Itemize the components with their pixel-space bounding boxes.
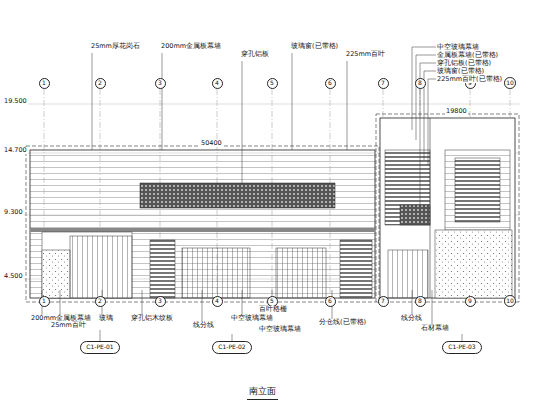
axis-bubble: 9 <box>465 296 476 307</box>
axis-bubble: 6 <box>325 78 336 89</box>
axis-number: 6 <box>328 298 332 304</box>
material-callout: 穿孔铝板 <box>240 51 270 58</box>
section-reference: C1-PE-03 <box>442 341 481 354</box>
section-label: C1-PE-02 <box>218 344 245 350</box>
axis-number: 5 <box>270 298 274 304</box>
axis-number: 2 <box>98 80 102 86</box>
material-callout: 百叶格栅 <box>258 306 288 313</box>
material-callout: 穿孔铝木纹板 <box>130 315 174 322</box>
material-callout: 玻璃窗(已带格) <box>436 68 485 75</box>
axis-number: 7 <box>381 298 385 304</box>
material-callout: 25mm厚花岗石 <box>90 43 141 50</box>
axis-bubble: 8 <box>415 78 426 89</box>
axis-bubble: 10 <box>504 77 516 89</box>
axis-bubble: 5 <box>267 78 278 89</box>
material-callout: 金属板幕墙(已带格) <box>436 52 499 59</box>
material-callout: 石材幕墙 <box>420 325 450 332</box>
axis-bubble: 7 <box>378 296 389 307</box>
material-callout: 中空玻璃幕墙 <box>230 315 274 322</box>
axis-number: 6 <box>328 80 332 86</box>
axis-bubble: 10 <box>504 295 516 307</box>
drawing-title: 南立面 <box>247 385 278 400</box>
level-mark: 19.500 <box>3 98 28 105</box>
axis-number: 4 <box>215 298 219 304</box>
material-callout: 玻璃窗(已带格) <box>290 43 339 50</box>
material-callout: 25mm百叶 <box>50 322 87 329</box>
axis-bubble: 2 <box>95 296 106 307</box>
axis-bubble: 3 <box>155 296 166 307</box>
section-reference: C1-PE-02 <box>212 341 251 354</box>
material-callout: 线分线 <box>400 315 423 322</box>
axis-bubble: 3 <box>155 78 166 89</box>
section-label: C1-PE-01 <box>86 344 113 350</box>
axis-number: 8 <box>418 80 422 86</box>
axis-bubble: 1 <box>39 78 50 89</box>
axis-bubble: 4 <box>212 78 223 89</box>
dimension-text: 19800 <box>445 108 468 115</box>
axis-bubble: 7 <box>378 78 389 89</box>
material-callout: 中空玻璃幕墙 <box>258 326 302 333</box>
level-mark: 9.300 <box>3 209 24 216</box>
axis-number: 7 <box>381 80 385 86</box>
material-callout: 225mm百叶(已带格) <box>436 76 503 83</box>
axis-bubble: 1 <box>39 296 50 307</box>
axis-number: 1 <box>42 298 46 304</box>
material-callout: 中空玻璃幕墙 <box>436 44 480 51</box>
axis-number: 4 <box>215 80 219 86</box>
axis-bubble: 2 <box>95 78 106 89</box>
axis-number: 1 <box>42 80 46 86</box>
axis-number: 3 <box>158 298 162 304</box>
axis-number: 3 <box>158 80 162 86</box>
level-mark: 4.500 <box>3 273 24 280</box>
material-callout: 玻璃 <box>98 315 114 322</box>
axis-bubble: 6 <box>325 296 336 307</box>
axis-bubble: 5 <box>267 296 278 307</box>
material-callout: 分仓线(已带格) <box>318 319 367 326</box>
level-mark: 14.700 <box>3 147 28 154</box>
material-callout: 200mm金属板幕墙 <box>160 43 222 50</box>
axis-number: 2 <box>98 298 102 304</box>
section-reference: C1-PE-01 <box>80 341 119 354</box>
axis-number: 10 <box>506 80 514 86</box>
material-callout: 225mm百叶 <box>345 51 386 58</box>
axis-bubble: 8 <box>415 296 426 307</box>
axis-number: 9 <box>468 298 472 304</box>
axis-number: 8 <box>418 298 422 304</box>
dimension-text: 50400 <box>200 140 223 147</box>
axis-number: 10 <box>506 298 514 304</box>
material-callout: 穿孔铝板(已带格) <box>436 60 492 67</box>
axis-number: 5 <box>270 80 274 86</box>
axis-bubble: 4 <box>212 296 223 307</box>
section-label: C1-PE-03 <box>448 344 475 350</box>
material-callout: 线分线 <box>192 322 215 329</box>
